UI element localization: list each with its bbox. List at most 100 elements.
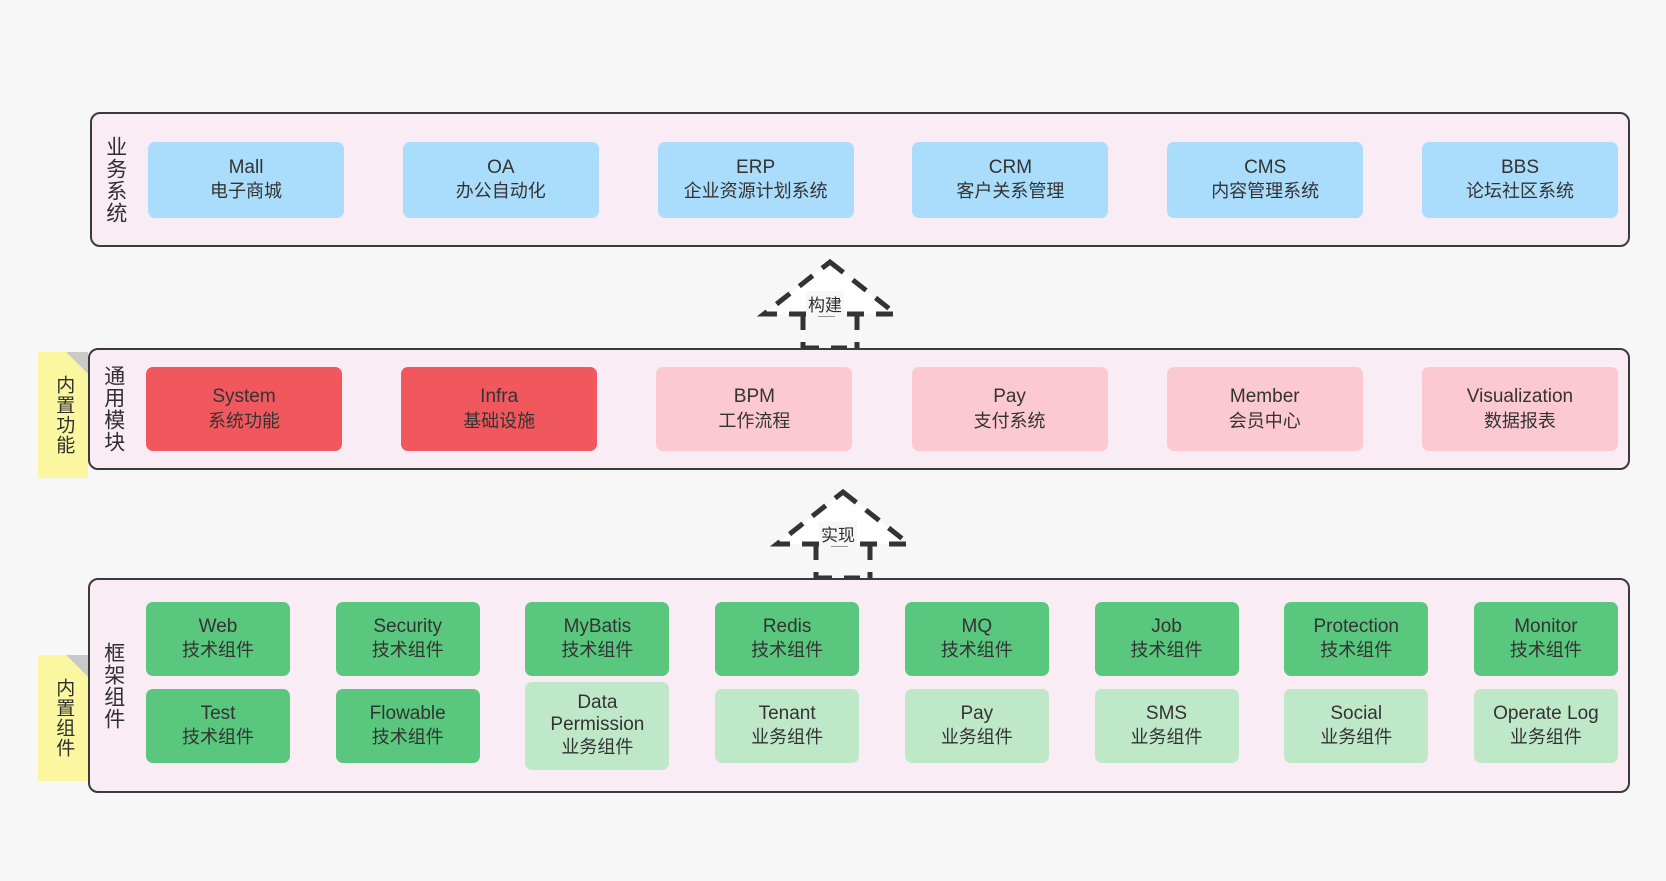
node-mq[interactable]: MQ 技术组件 — [904, 601, 1049, 676]
implement-stem — [813, 544, 873, 581]
node-monitor[interactable]: Monitor 技术组件 — [1473, 601, 1618, 676]
node-oa-en: OA — [487, 156, 515, 178]
node-visualization-cn: 数据报表 — [1483, 410, 1556, 431]
node-pay-module-en: Pay — [993, 386, 1026, 408]
note-builtin-function: 内置功能 — [38, 352, 88, 478]
layer-business-system: 业务系统 Mall 电子商城 OA 办公自动化 ERP 企业资源计划系统 CRM… — [90, 112, 1630, 247]
node-social-cn: 业务组件 — [1320, 727, 1393, 748]
node-crm-cn: 客户关系管理 — [956, 181, 1065, 202]
node-mybatis-en: MyBatis — [563, 615, 632, 637]
layer-body-business-system: Mall 电子商城 OA 办公自动化 ERP 企业资源计划系统 CRM 客户关系… — [138, 114, 1628, 245]
node-member-cn: 会员中心 — [1228, 410, 1301, 431]
node-redis[interactable]: Redis 技术组件 — [715, 601, 860, 676]
node-web-en: Web — [198, 615, 238, 637]
node-protection-cn: 技术组件 — [1320, 640, 1393, 661]
node-pay-module[interactable]: Pay 支付系统 — [911, 367, 1108, 451]
node-sms[interactable]: SMS 业务组件 — [1094, 688, 1239, 763]
layer-title-common-module: 通用模块 — [101, 365, 125, 453]
node-pay-component-en: Pay — [960, 702, 994, 724]
node-security-en: Security — [373, 615, 443, 637]
layer-title-business-system: 业务系统 — [103, 135, 127, 224]
framework-row-tech: Web 技术组件 Security 技术组件 MyBatis 技术组件 Redi… — [146, 601, 1618, 676]
node-oa[interactable]: OA 办公自动化 — [402, 141, 599, 218]
node-flowable[interactable]: Flowable 技术组件 — [335, 688, 480, 763]
node-operate-log-cn: 业务组件 — [1509, 727, 1582, 748]
node-tenant[interactable]: Tenant 业务组件 — [715, 688, 860, 763]
node-bbs[interactable]: BBS 论坛社区系统 — [1421, 141, 1618, 218]
node-data-permission[interactable]: Data Permission 业务组件 — [525, 681, 670, 770]
node-redis-en: Redis — [762, 615, 812, 637]
node-erp-cn: 企业资源计划系统 — [683, 181, 828, 202]
layer-body-framework-component: Web 技术组件 Security 技术组件 MyBatis 技术组件 Redi… — [136, 580, 1628, 791]
build-stem — [800, 314, 860, 351]
node-web-cn: 技术组件 — [182, 640, 254, 661]
node-member-en: Member — [1229, 386, 1300, 408]
node-job[interactable]: Job 技术组件 — [1094, 601, 1239, 676]
node-system-cn: 系统功能 — [208, 410, 280, 431]
node-job-cn: 技术组件 — [1130, 640, 1203, 661]
layer-title-framework-component: 框架组件 — [101, 641, 125, 730]
node-flowable-en: Flowable — [369, 702, 446, 724]
node-member[interactable]: Member 会员中心 — [1166, 367, 1363, 451]
node-mybatis-cn: 技术组件 — [561, 640, 634, 661]
node-infra-en: Infra — [480, 386, 519, 408]
connector-build-label: 构建 — [806, 291, 844, 316]
node-crm-en: CRM — [988, 156, 1033, 178]
connector-implement-label: 实现 — [819, 521, 857, 546]
node-security-cn: 技术组件 — [371, 640, 444, 661]
node-monitor-en: Monitor — [1514, 615, 1578, 637]
node-redis-cn: 技术组件 — [751, 640, 824, 661]
node-oa-cn: 办公自动化 — [455, 181, 546, 202]
node-mall[interactable]: Mall 电子商城 — [148, 141, 344, 218]
connector-implement: 实现 — [768, 488, 918, 581]
node-bpm-cn: 工作流程 — [718, 410, 791, 431]
node-test-cn: 技术组件 — [182, 727, 254, 748]
node-cms-cn: 内容管理系统 — [1211, 181, 1320, 202]
node-cms-en: CMS — [1244, 156, 1287, 178]
node-system[interactable]: System 系统功能 — [146, 367, 342, 451]
node-cms[interactable]: CMS 内容管理系统 — [1167, 141, 1364, 218]
node-visualization-en: Visualization — [1466, 386, 1574, 408]
node-erp[interactable]: ERP 企业资源计划系统 — [657, 141, 854, 218]
node-mall-cn: 电子商城 — [210, 181, 282, 202]
node-pay-component-cn: 业务组件 — [940, 727, 1013, 748]
node-data-permission-en: Data Permission — [550, 691, 645, 735]
connector-build: 构建 — [755, 258, 905, 351]
node-monitor-cn: 技术组件 — [1509, 640, 1582, 661]
node-protection-en: Protection — [1313, 615, 1399, 637]
node-pay-component[interactable]: Pay 业务组件 — [904, 688, 1049, 763]
node-operate-log-en: Operate Log — [1493, 702, 1599, 724]
node-bpm[interactable]: BPM 工作流程 — [656, 367, 853, 451]
node-operate-log[interactable]: Operate Log 业务组件 — [1473, 688, 1618, 763]
note-builtin-component: 内置组件 — [38, 655, 88, 781]
node-protection[interactable]: Protection 技术组件 — [1284, 601, 1429, 676]
node-bbs-cn: 论坛社区系统 — [1465, 181, 1574, 202]
node-data-permission-cn: 业务组件 — [561, 737, 634, 758]
node-job-en: Job — [1151, 615, 1182, 637]
layer-body-common-module: System 系统功能 Infra 基础设施 BPM 工作流程 Pay 支付系统… — [136, 350, 1628, 468]
node-infra[interactable]: Infra 基础设施 — [401, 367, 598, 451]
node-web[interactable]: Web 技术组件 — [146, 601, 290, 676]
node-mq-cn: 技术组件 — [940, 640, 1013, 661]
node-mq-en: MQ — [961, 615, 993, 637]
node-crm[interactable]: CRM 客户关系管理 — [912, 141, 1109, 218]
node-flowable-cn: 技术组件 — [371, 727, 444, 748]
node-test-en: Test — [200, 702, 236, 724]
node-erp-en: ERP — [736, 156, 776, 178]
node-bbs-en: BBS — [1500, 156, 1539, 178]
node-tenant-en: Tenant — [758, 702, 816, 724]
node-social[interactable]: Social 业务组件 — [1284, 688, 1429, 763]
node-visualization[interactable]: Visualization 数据报表 — [1421, 367, 1618, 451]
node-sms-cn: 业务组件 — [1130, 727, 1203, 748]
node-test[interactable]: Test 技术组件 — [146, 688, 290, 763]
node-pay-module-cn: 支付系统 — [973, 410, 1046, 431]
node-sms-en: SMS — [1145, 702, 1188, 724]
node-mall-en: Mall — [228, 156, 264, 178]
node-system-en: System — [212, 386, 276, 408]
node-mybatis[interactable]: MyBatis 技术组件 — [525, 601, 670, 676]
node-security[interactable]: Security 技术组件 — [335, 601, 480, 676]
framework-row-business: Test 技术组件 Flowable 技术组件 Data Permission … — [146, 681, 1618, 770]
layer-common-module: 通用模块 System 系统功能 Infra 基础设施 BPM 工作流程 Pay… — [88, 348, 1630, 470]
node-social-en: Social — [1330, 702, 1383, 724]
